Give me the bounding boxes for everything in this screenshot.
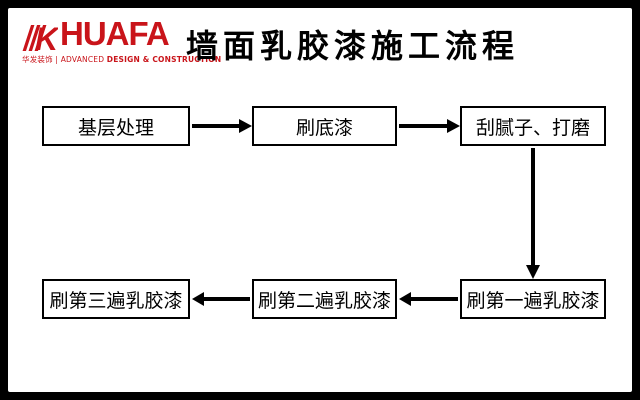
flow-arrows bbox=[192, 119, 540, 306]
flow-node-first-coat: 刷第一遍乳胶漆 bbox=[460, 279, 606, 319]
tagline-right: DESIGN & CONSTRUCTION bbox=[106, 55, 222, 64]
arrow-right-2 bbox=[399, 119, 460, 133]
brand-tagline: 华发装饰 | ADVANCED DESIGN & CONSTRUCTION bbox=[22, 54, 221, 65]
slide: K HUAFA 华发装饰 | ADVANCED DESIGN & CONSTRU… bbox=[8, 8, 632, 392]
flow-node-third-coat: 刷第三遍乳胶漆 bbox=[42, 279, 190, 319]
page-title: 墙面乳胶漆施工流程 bbox=[186, 27, 520, 65]
flow-node-primer: 刷底漆 bbox=[252, 106, 397, 146]
flow-node-putty-sanding: 刮腻子、打磨 bbox=[460, 106, 606, 146]
flowchart: 基层处理 刷底漆 刮腻子、打磨 刷第一遍乳胶漆 刷第二遍乳胶漆 刷第三遍乳胶漆 bbox=[8, 8, 632, 392]
svg-text:K: K bbox=[35, 22, 58, 54]
flow-node-base-treatment: 基层处理 bbox=[42, 106, 190, 146]
tagline-left: 华发装饰 | ADVANCED bbox=[22, 55, 107, 64]
huafa-logo: K HUAFA 华发装饰 | ADVANCED DESIGN & CONSTRU… bbox=[20, 16, 221, 68]
arrow-left-2 bbox=[192, 292, 250, 306]
arrow-down bbox=[526, 148, 540, 279]
brand-name: HUAFA bbox=[60, 15, 170, 52]
flow-node-second-coat: 刷第二遍乳胶漆 bbox=[252, 279, 397, 319]
huafa-k-icon: K bbox=[22, 22, 58, 54]
arrow-right-1 bbox=[192, 119, 252, 133]
arrow-left-1 bbox=[399, 292, 458, 306]
